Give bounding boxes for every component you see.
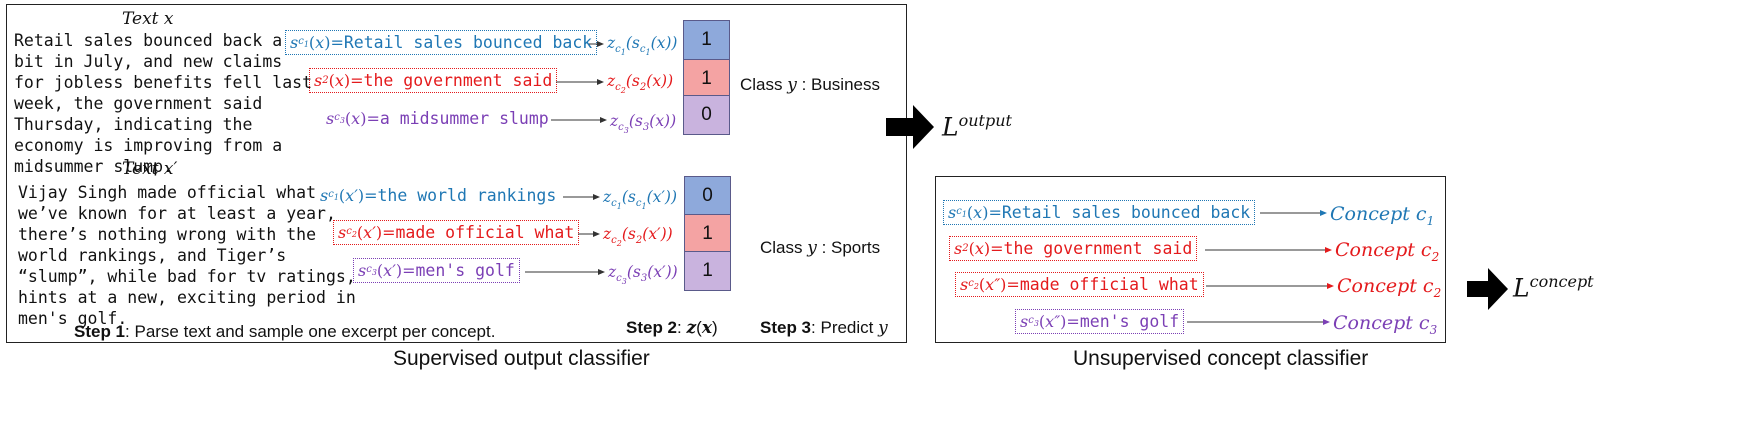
step1-label: Step 1: Parse text and sample one excerp… xyxy=(74,322,496,341)
z-x-c3: zc3(s3(x)) xyxy=(610,112,677,136)
unsupervised-panel xyxy=(935,176,1446,343)
z-x-c1: zc1(sc1(x)) xyxy=(607,34,678,58)
big-arrow-output xyxy=(886,105,934,149)
z-xprime-c1: zc1(sc1(x′)) xyxy=(603,188,677,212)
z-cell-x-c1: 1 xyxy=(683,20,730,60)
z-xprime-c2: zc2(s2(x′)) xyxy=(603,225,673,249)
z-x-c2: zc2(s2(x)) xyxy=(607,72,674,96)
big-arrow-concept xyxy=(1467,268,1508,310)
text-x-label: Text x xyxy=(122,9,174,29)
z-cell-xprime-c1: 0 xyxy=(684,176,731,216)
z-xprime-c3: zc3(s3(x′)) xyxy=(608,263,678,287)
step2-label: Step 2: z(x) xyxy=(626,318,718,338)
unsupervised-caption: Unsupervised concept classifier xyxy=(1073,347,1369,370)
z-cell-x-c3: 0 xyxy=(683,95,730,135)
concept-label-4: Concept c3 xyxy=(1333,312,1438,337)
loss-output: Loutput xyxy=(942,111,1012,142)
concept-label-2: Concept c2 xyxy=(1335,239,1440,264)
text-xprime-label: Text x′ xyxy=(122,159,178,179)
concept-label-3: Concept c2 xyxy=(1337,275,1442,300)
text-xprime-passage: Vijay Singh made official what we’ve kno… xyxy=(18,183,356,328)
class-label-business: Class y : Business xyxy=(740,75,880,95)
z-cell-xprime-c3: 1 xyxy=(684,251,731,291)
class-label-sports: Class y : Sports xyxy=(760,238,881,258)
loss-concept: Lconcept xyxy=(1513,272,1594,303)
supervised-caption: Supervised output classifier xyxy=(393,347,650,370)
step3-label: Step 3: Predict y xyxy=(760,318,888,338)
supervised-panel xyxy=(6,4,907,343)
concept-label-1: Concept c1 xyxy=(1330,203,1435,228)
text-x-passage: Retail sales bounced back a bit in July,… xyxy=(14,31,313,176)
